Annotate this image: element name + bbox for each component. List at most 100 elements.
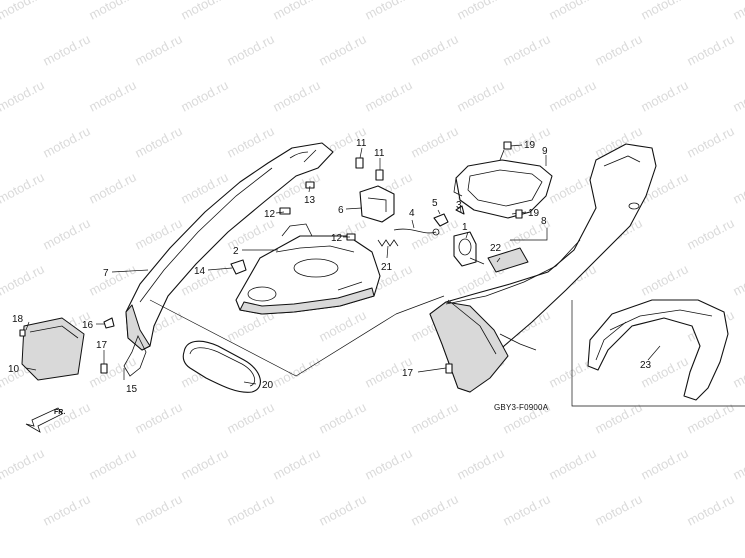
front-direction-arrow: FR. [25,407,65,433]
watermark-text: motod.ru [500,491,552,528]
watermark-text: motod.ru [546,169,598,206]
watermark-text: motod.ru [132,123,184,160]
part-rear-panel [21,317,85,381]
callout-6: 6 [338,205,344,216]
callout-16: 16 [82,320,94,331]
callout-1: 1 [462,222,468,233]
watermark-text: motod.ru [362,445,414,482]
watermark-text: motod.ru [86,169,138,206]
callout-14: 14 [194,266,206,277]
watermark-text: motod.ru [224,399,276,436]
watermark-text: motod.ru [730,169,745,206]
watermark-text: motod.ru [40,31,92,68]
watermark-text: motod.ru [408,399,460,436]
callout-4: 4 [409,208,415,219]
callout-3: 3 [456,200,462,211]
watermark-text: motod.ru [86,0,138,23]
watermark-text: motod.ru [638,261,690,298]
watermark-text: motod.ru [546,0,598,23]
watermark-text: motod.ru [270,0,322,23]
callout-9: 9 [542,146,548,157]
watermark-text: motod.ru [40,491,92,528]
callout-2: 2 [233,246,239,257]
callout-7: 7 [103,268,109,279]
watermark-text: motod.ru [40,215,92,252]
watermark-text: motod.ru [132,491,184,528]
watermark-text: motod.ru [132,399,184,436]
watermark-text: motod.ru [316,399,368,436]
assembly-lines [149,295,445,377]
watermark-text: motod.ru [638,353,690,390]
watermark-text: motod.ru [638,445,690,482]
callout-8: 8 [541,216,547,227]
watermark-text: motod.ru [0,0,47,23]
watermark-text: motod.ru [86,261,138,298]
watermark-text: motod.ru [684,491,736,528]
watermark-text: motod.ru [684,31,736,68]
callout-19a: 19 [524,140,536,151]
diagram-code: GBY3-F0900A [494,403,549,412]
watermark-text: motod.ru [592,31,644,68]
callout-11a: 11 [356,138,367,149]
part-seat-lock [433,205,485,267]
watermark-text: motod.ru [500,31,552,68]
watermark-text: motod.ru [224,491,276,528]
part-right-body-cover [429,143,657,393]
watermark-text: motod.ru [454,0,506,23]
watermark-text: motod.ru [132,31,184,68]
watermark-text: motod.ru [408,491,460,528]
watermark-text: motod.ru [40,123,92,160]
part-label-sticker [487,247,529,273]
watermark-text: motod.ru [316,31,368,68]
watermark-text: motod.ru [362,77,414,114]
callout-20: 20 [262,380,274,391]
callout-15: 15 [126,384,138,395]
callout-numbers: 7 2 14 12 12 13 6 11 11 21 4 5 3 1 8 22 … [8,138,652,395]
watermark-text: motod.ru [454,77,506,114]
watermark-text: motod.ru [408,123,460,160]
watermark-text: motod.ru [270,353,322,390]
callout-19b: 19 [528,208,540,219]
watermark-text: motod.ru [638,0,690,23]
watermark-text: motod.ru [270,77,322,114]
watermark-text: motod.ru [730,353,745,390]
watermark-text: motod.ru [730,0,745,23]
watermark-text: motod.ru [730,77,745,114]
watermark-text: motod.ru [546,445,598,482]
watermark-text: motod.ru [546,77,598,114]
watermark-text: motod.ru [178,0,230,23]
part-fasteners [230,181,356,275]
part-seat-catch [355,157,395,223]
watermark-text: motod.ru [0,261,47,298]
watermark-text: motod.ru [316,307,368,344]
watermark-text: motod.ru [224,31,276,68]
watermark-text: motod.ru [408,31,460,68]
inset-border [571,300,745,407]
watermark-text: motod.ru [638,77,690,114]
screw-markers [19,141,523,374]
callout-17b: 17 [402,368,414,379]
part-seal-band [182,340,261,393]
watermark-text: motod.ru [178,77,230,114]
watermark-text: motod.ru [362,0,414,23]
callout-17a: 17 [96,340,108,351]
watermark-text: motod.ru [40,399,92,436]
callout-12a: 12 [264,209,276,220]
watermark-text: motod.ru [684,123,736,160]
part-cable-spring [377,228,440,247]
watermark-text: motod.ru [684,399,736,436]
watermark-text: motod.ru [0,445,47,482]
callout-21: 21 [381,262,393,273]
watermark-text: motod.ru [86,77,138,114]
callout-12b: 12 [331,233,343,244]
watermark-text: motod.ru [730,445,745,482]
callout-11b: 11 [374,148,385,159]
watermark-text: motod.ru [270,445,322,482]
leader-lines [25,144,661,385]
part-luggage-carrier [453,149,553,219]
watermark-text: motod.ru [408,215,460,252]
part-rear-grip [587,299,729,401]
watermark-text: motod.ru [684,215,736,252]
callout-22: 22 [490,243,502,254]
